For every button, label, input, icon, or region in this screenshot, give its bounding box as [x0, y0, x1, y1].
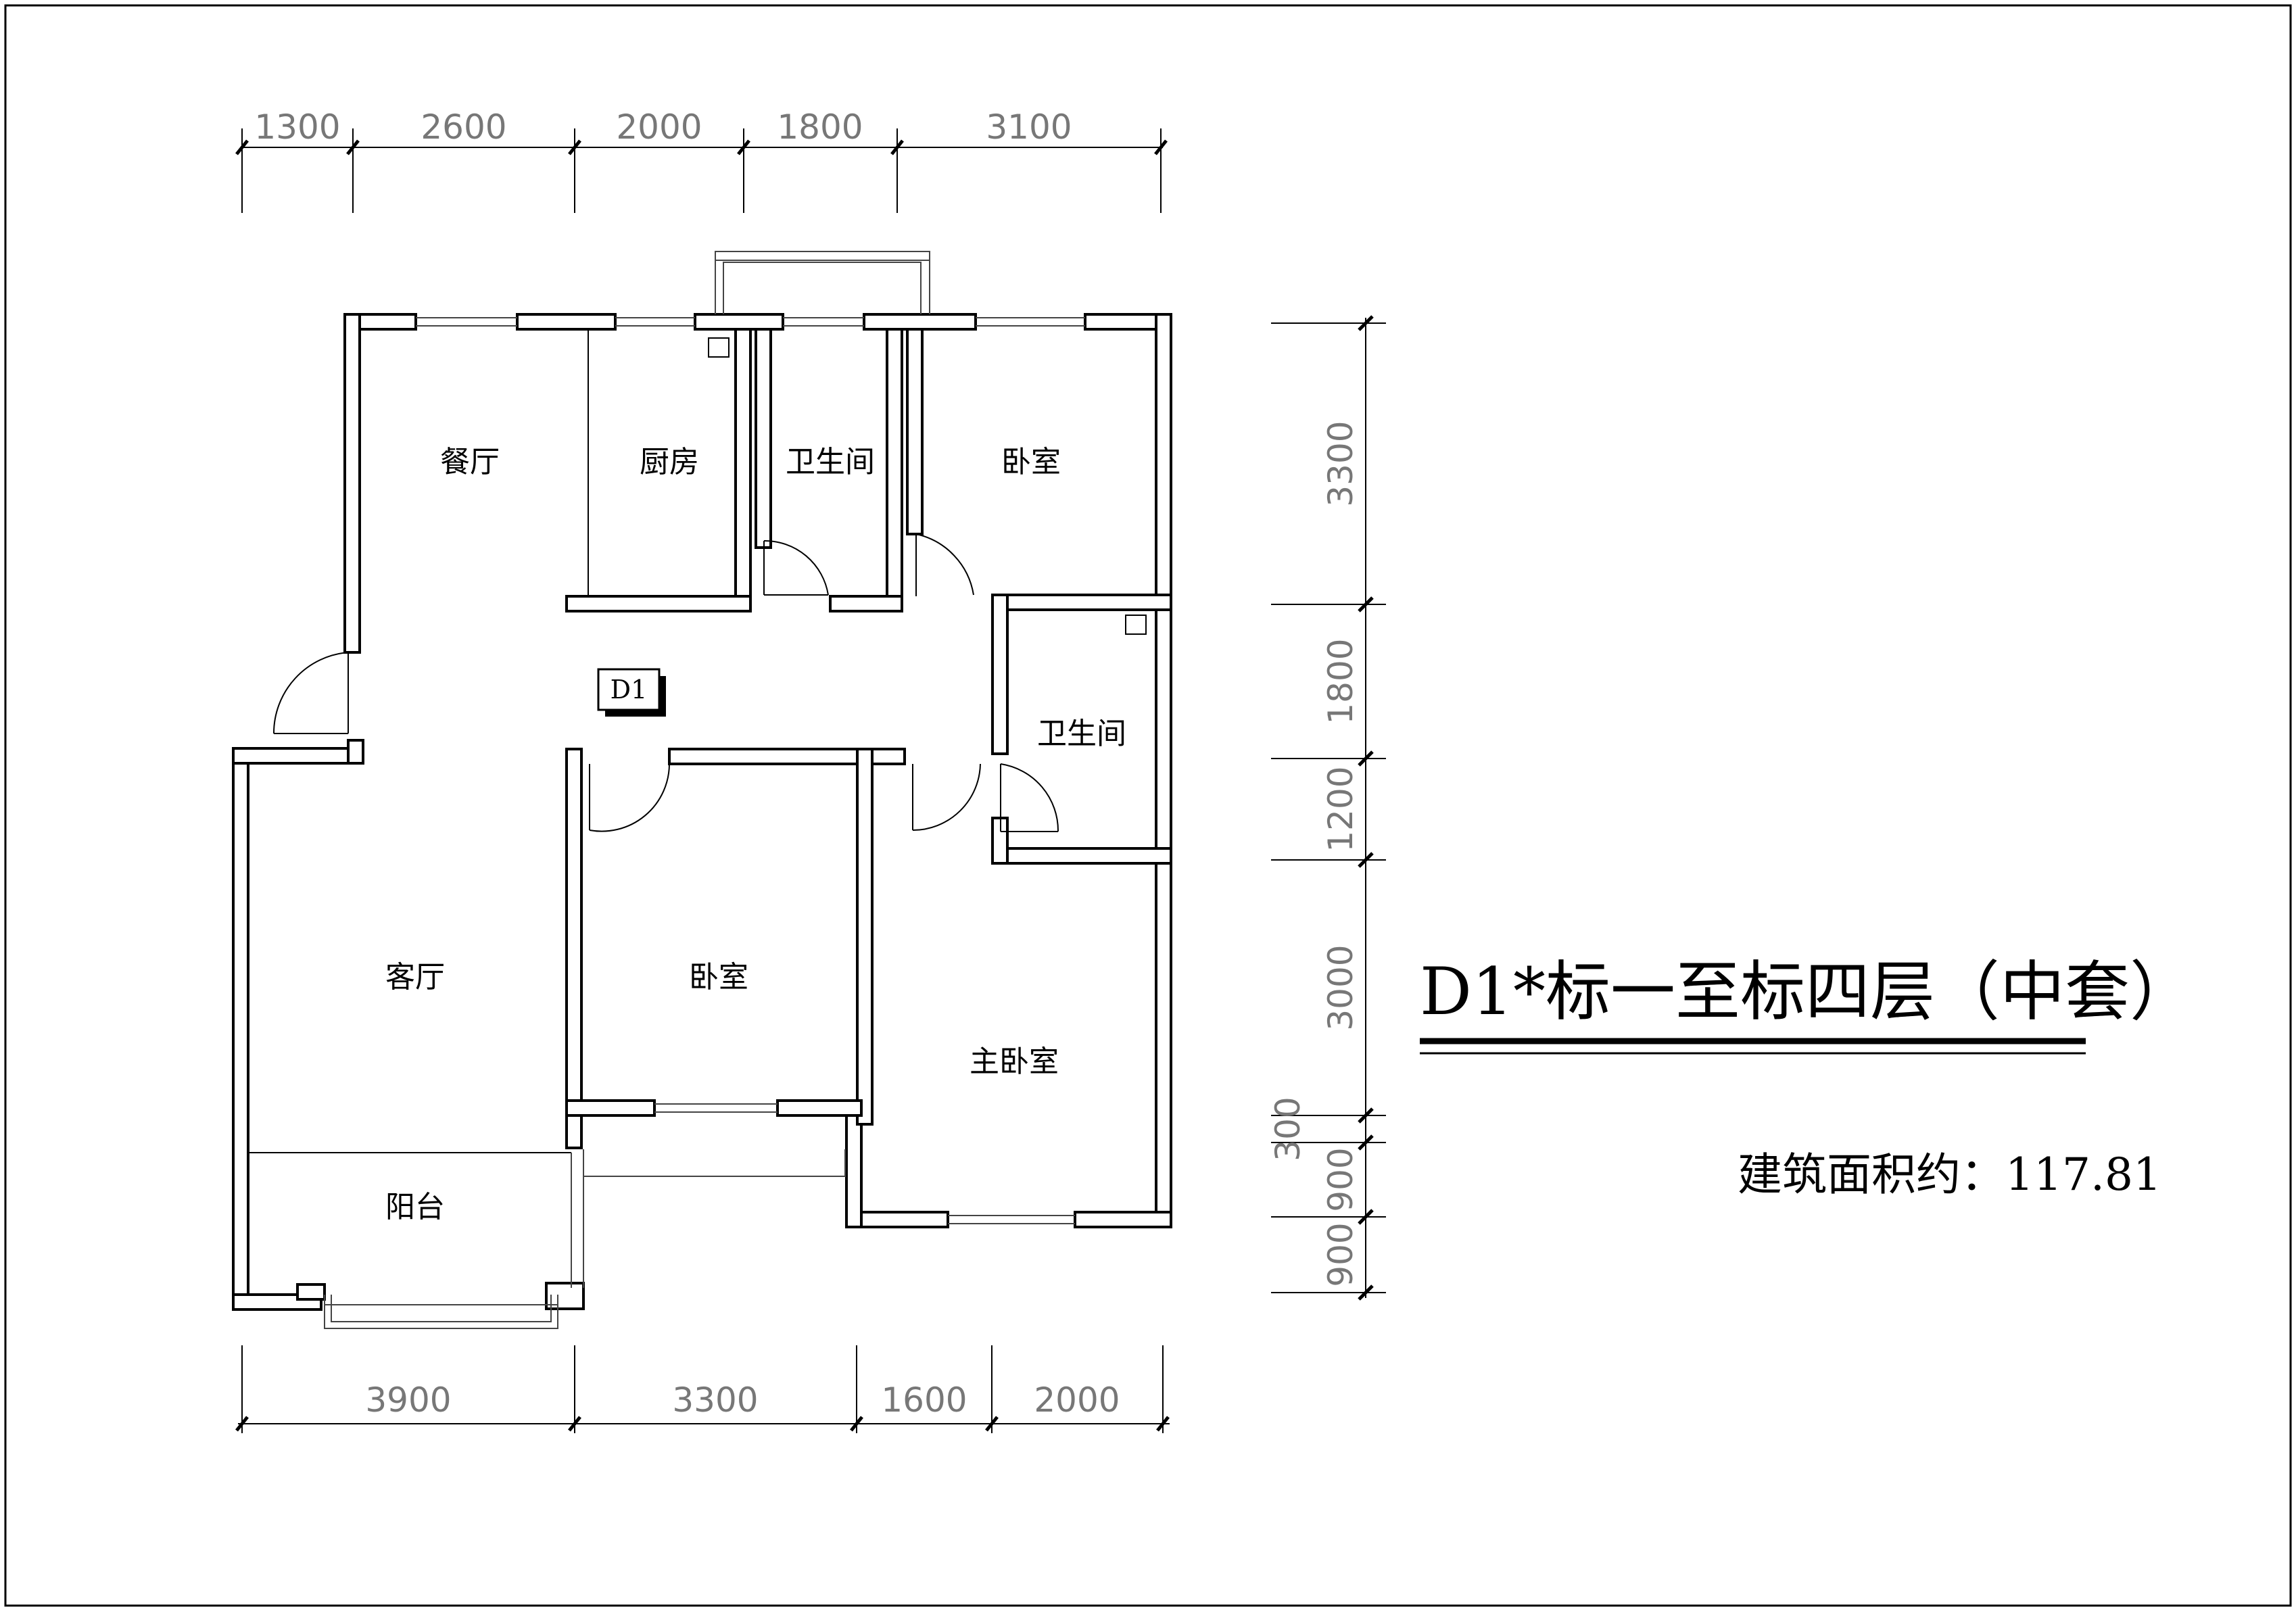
- room-bath-top: 卫生间: [786, 445, 875, 479]
- top-dim-3: 2000: [616, 107, 702, 147]
- room-bedroom-top: 卧室: [1001, 445, 1061, 479]
- top-dim-2: 2600: [421, 107, 506, 147]
- unit-tag-label: D1: [611, 675, 648, 704]
- flue-bath-right: [1125, 615, 1147, 635]
- unit-tag: D1: [597, 668, 666, 717]
- room-bath-right: 卫生间: [1037, 717, 1126, 751]
- room-dining: 餐厅: [440, 445, 500, 479]
- drawing-border: [4, 4, 2292, 1607]
- bottom-dim-1: 3900: [365, 1380, 451, 1420]
- room-living: 客厅: [385, 960, 445, 994]
- right-dim-4: 3000: [1321, 944, 1360, 1030]
- right-dim-3: 1200: [1321, 766, 1360, 852]
- room-kitchen: 厨房: [640, 445, 699, 479]
- right-dim-2: 1800: [1321, 638, 1360, 724]
- right-dim-7: 900: [1321, 1222, 1360, 1287]
- room-balcony: 阳台: [385, 1190, 445, 1224]
- room-master: 主卧室: [970, 1044, 1059, 1079]
- top-dim-5: 3100: [986, 107, 1072, 147]
- right-dimension-chain: 3300 1800 1200 3000 300 900 900: [1268, 315, 1386, 1301]
- top-dim-1: 1300: [254, 107, 340, 147]
- room-bedroom-mid: 卧室: [689, 960, 748, 994]
- doors: [272, 533, 1059, 832]
- top-dim-4: 1800: [777, 107, 863, 147]
- bottom-dimension-chain: 3900 3300 1600 2000: [235, 1345, 1170, 1433]
- plan-title: D1*标一至标四层（中套）: [1420, 954, 2195, 1030]
- top-dimension-chain: 1300 2600 2000 1800 3100: [235, 107, 1168, 213]
- walls: [232, 313, 1172, 1311]
- right-dim-1: 3300: [1321, 420, 1360, 506]
- right-dim-5: 300: [1268, 1097, 1308, 1161]
- flue-kitchen: [708, 337, 730, 358]
- bottom-dim-2: 3300: [672, 1380, 758, 1420]
- bottom-dim-3: 1600: [881, 1380, 967, 1420]
- area-label: 建筑面积约：117.81: [1738, 1149, 2161, 1201]
- room-labels: 餐厅 厨房 卫生间 卧室 卫生间 客厅 卧室 主卧室 阳台: [385, 445, 1126, 1224]
- windows: [324, 251, 1085, 1329]
- right-dim-6: 900: [1321, 1147, 1360, 1211]
- bottom-dim-4: 2000: [1034, 1380, 1120, 1420]
